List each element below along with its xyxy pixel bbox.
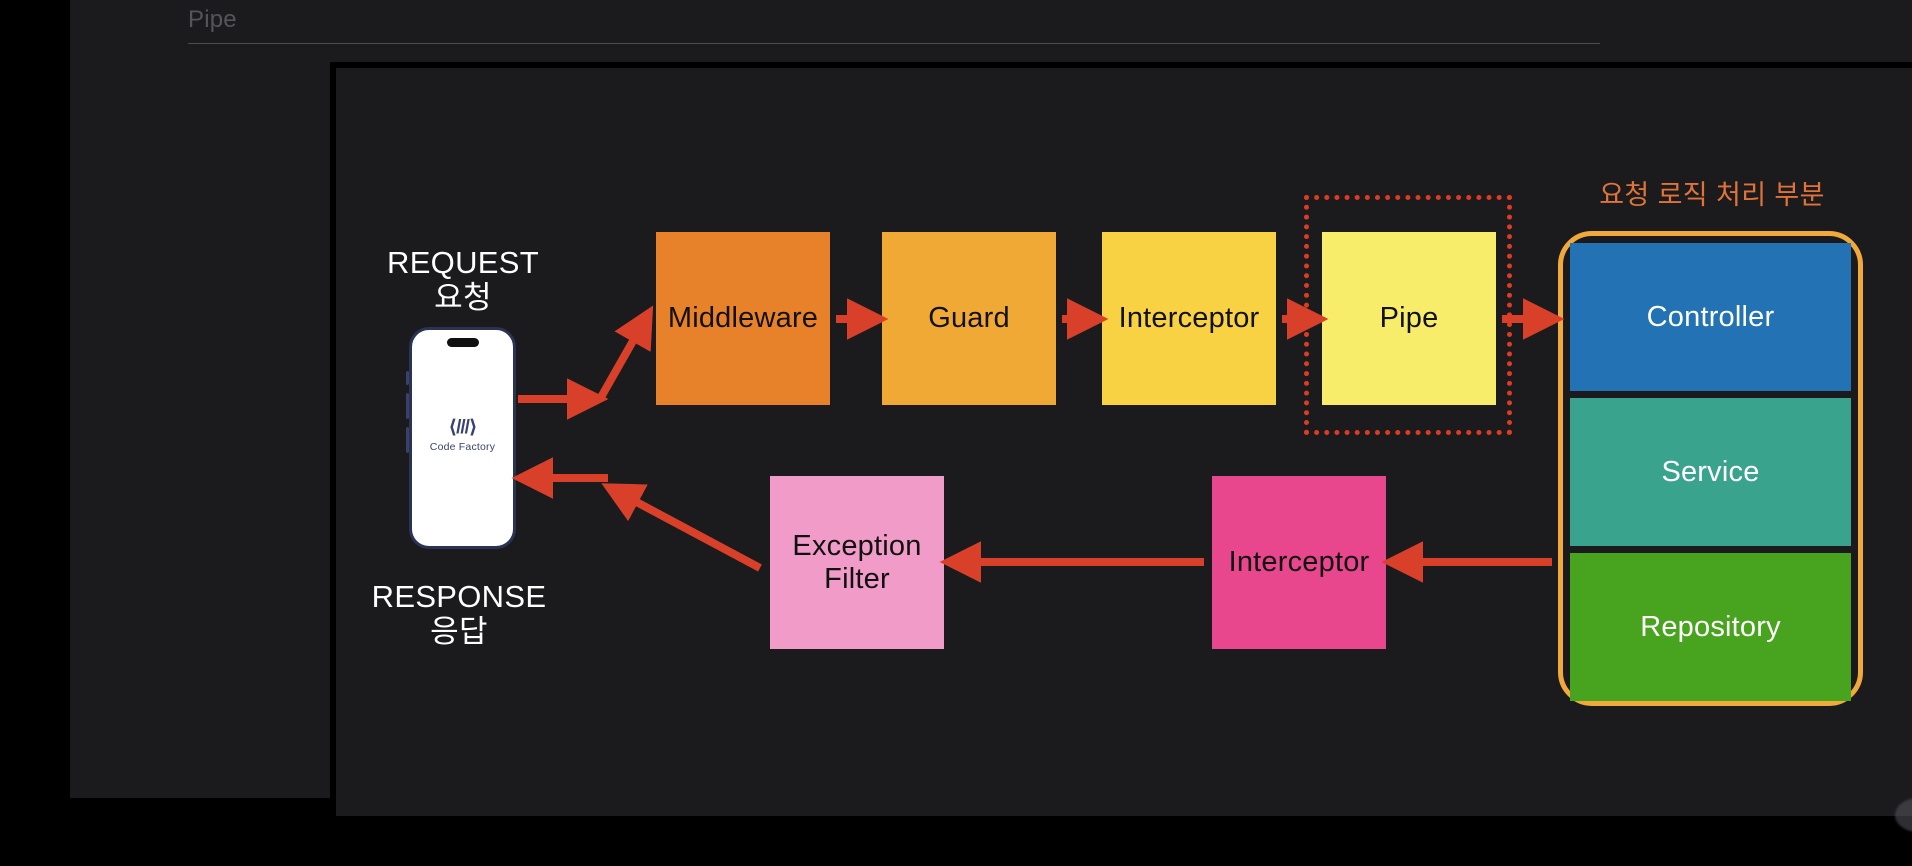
flow-box-guard[interactable]: Guard [882, 232, 1056, 405]
flow-box-interceptor-response[interactable]: Interceptor [1212, 476, 1386, 649]
flow-box-label: Exception Filter [792, 530, 921, 595]
response-label: RESPONSE 응답 [309, 579, 609, 649]
phone-side-button-volume-up [406, 393, 409, 419]
flow-box-label: Pipe [1379, 302, 1439, 335]
logic-layer-label: Service [1661, 455, 1760, 488]
flow-box-label: Interceptor [1228, 546, 1370, 579]
flow-box-label: Guard [928, 302, 1010, 335]
flow-box-label: Middleware [667, 302, 819, 335]
request-label: REQUEST 요청 [313, 245, 613, 315]
phone-side-button-volume-down [406, 427, 409, 453]
video-control-ghost [1895, 798, 1912, 832]
phone-mockup: ⟨///⟩ Code Factory [409, 327, 516, 549]
response-label-ko: 응답 [430, 613, 488, 649]
flow-box-label-line2: Filter [824, 562, 890, 595]
code-factory-logo: ⟨///⟩ Code Factory [412, 418, 513, 453]
flow-box-interceptor-request[interactable]: Interceptor [1102, 232, 1276, 405]
slide-surface: Pipe REQUEST 요청 ⟨///⟩ Code Factory RESPO… [70, 0, 1912, 832]
arrow-exception-filter-to-junction [601, 483, 762, 572]
slide-stage: Pipe REQUEST 요청 ⟨///⟩ Code Factory RESPO… [0, 0, 1912, 832]
pipe-focus-outline [1304, 195, 1512, 435]
diagram-panel: REQUEST 요청 ⟨///⟩ Code Factory RESPONSE 응… [330, 62, 1912, 832]
logic-group-title: 요청 로직 처리 부분 [1599, 180, 1825, 210]
flow-box-label: Interceptor [1118, 302, 1260, 335]
request-label-en: REQUEST [387, 245, 539, 280]
logic-group-capsule [1558, 231, 1863, 706]
flow-box-middleware[interactable]: Middleware [656, 232, 830, 405]
code-brackets-icon: ⟨///⟩ [448, 417, 477, 438]
slide-divider [188, 43, 1600, 44]
logic-layer-controller[interactable]: Controller [1570, 243, 1851, 391]
slide-title: Pipe [188, 6, 237, 33]
logic-layer-label: Repository [1640, 610, 1781, 643]
flow-box-pipe[interactable]: Pipe [1322, 232, 1496, 405]
phone-notch-icon [446, 338, 479, 347]
request-label-ko: 요청 [434, 279, 492, 315]
phone-side-button-mute [406, 371, 409, 385]
letterbox-left [0, 0, 70, 798]
flow-box-label-line1: Exception [792, 530, 922, 563]
logic-layer-repository[interactable]: Repository [1570, 553, 1851, 701]
flow-box-exception-filter[interactable]: Exception Filter [770, 476, 944, 649]
logic-layer-label: Controller [1646, 300, 1775, 333]
arrow-junction-to-middleware [596, 305, 654, 401]
code-factory-wordmark: Code Factory [429, 441, 496, 453]
response-label-en: RESPONSE [371, 579, 547, 614]
logic-layer-service[interactable]: Service [1570, 398, 1851, 546]
